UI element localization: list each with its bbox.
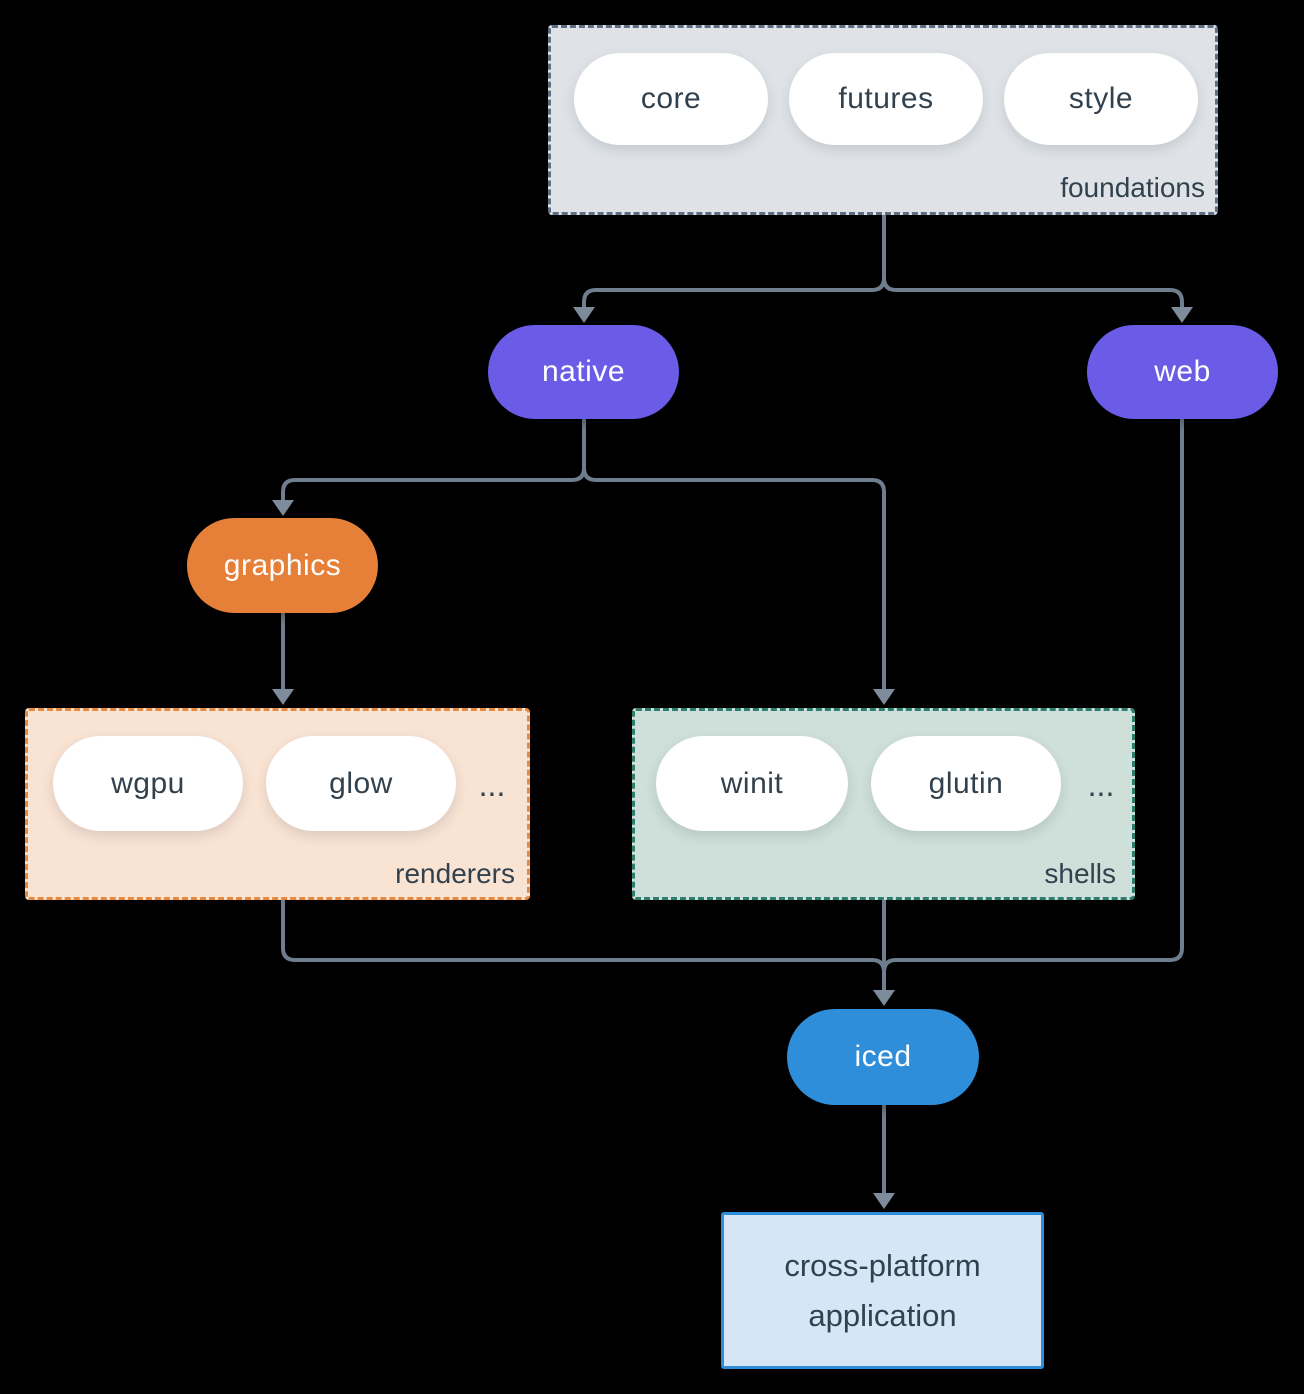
node-futures: futures: [789, 53, 983, 145]
node-cross-platform-application: cross-platform application: [721, 1212, 1044, 1369]
edge-native-shells: [582, 419, 886, 689]
edge-foundations-web: [882, 215, 1184, 307]
node-style: style: [1004, 53, 1198, 145]
edge-renderers-iced: [281, 900, 886, 990]
node-winit: winit: [656, 736, 848, 831]
node-wgpu: wgpu: [53, 736, 243, 831]
edge-native-graphics: [281, 419, 586, 500]
ellipsis-renderers: ...: [478, 767, 506, 803]
edge-foundations-native: [582, 215, 886, 307]
group-renderers-label: renderers: [395, 858, 515, 889]
arrowhead-native: [573, 307, 595, 323]
group-foundations: core futures style foundations: [548, 25, 1218, 215]
arrowhead-iced: [873, 990, 895, 1006]
arrowhead-graphics: [272, 500, 294, 516]
node-web: web: [1087, 325, 1278, 419]
group-foundations-label: foundations: [1060, 172, 1205, 203]
arrowhead-shells: [873, 689, 895, 705]
edge-web-iced: [882, 419, 1184, 990]
node-graphics: graphics: [187, 518, 378, 613]
group-renderers: wgpu glow ... renderers: [25, 708, 530, 900]
node-glutin: glutin: [871, 736, 1061, 831]
arrowhead-renderers: [272, 689, 294, 705]
arrowhead-web: [1171, 307, 1193, 323]
node-native: native: [488, 325, 679, 419]
node-glow: glow: [266, 736, 456, 831]
arrowhead-application: [873, 1193, 895, 1209]
group-shells: winit glutin ... shells: [632, 708, 1135, 900]
group-shells-label: shells: [1044, 858, 1116, 889]
node-iced: iced: [787, 1009, 979, 1105]
ellipsis-shells: ...: [1087, 767, 1115, 803]
node-core: core: [574, 53, 768, 145]
